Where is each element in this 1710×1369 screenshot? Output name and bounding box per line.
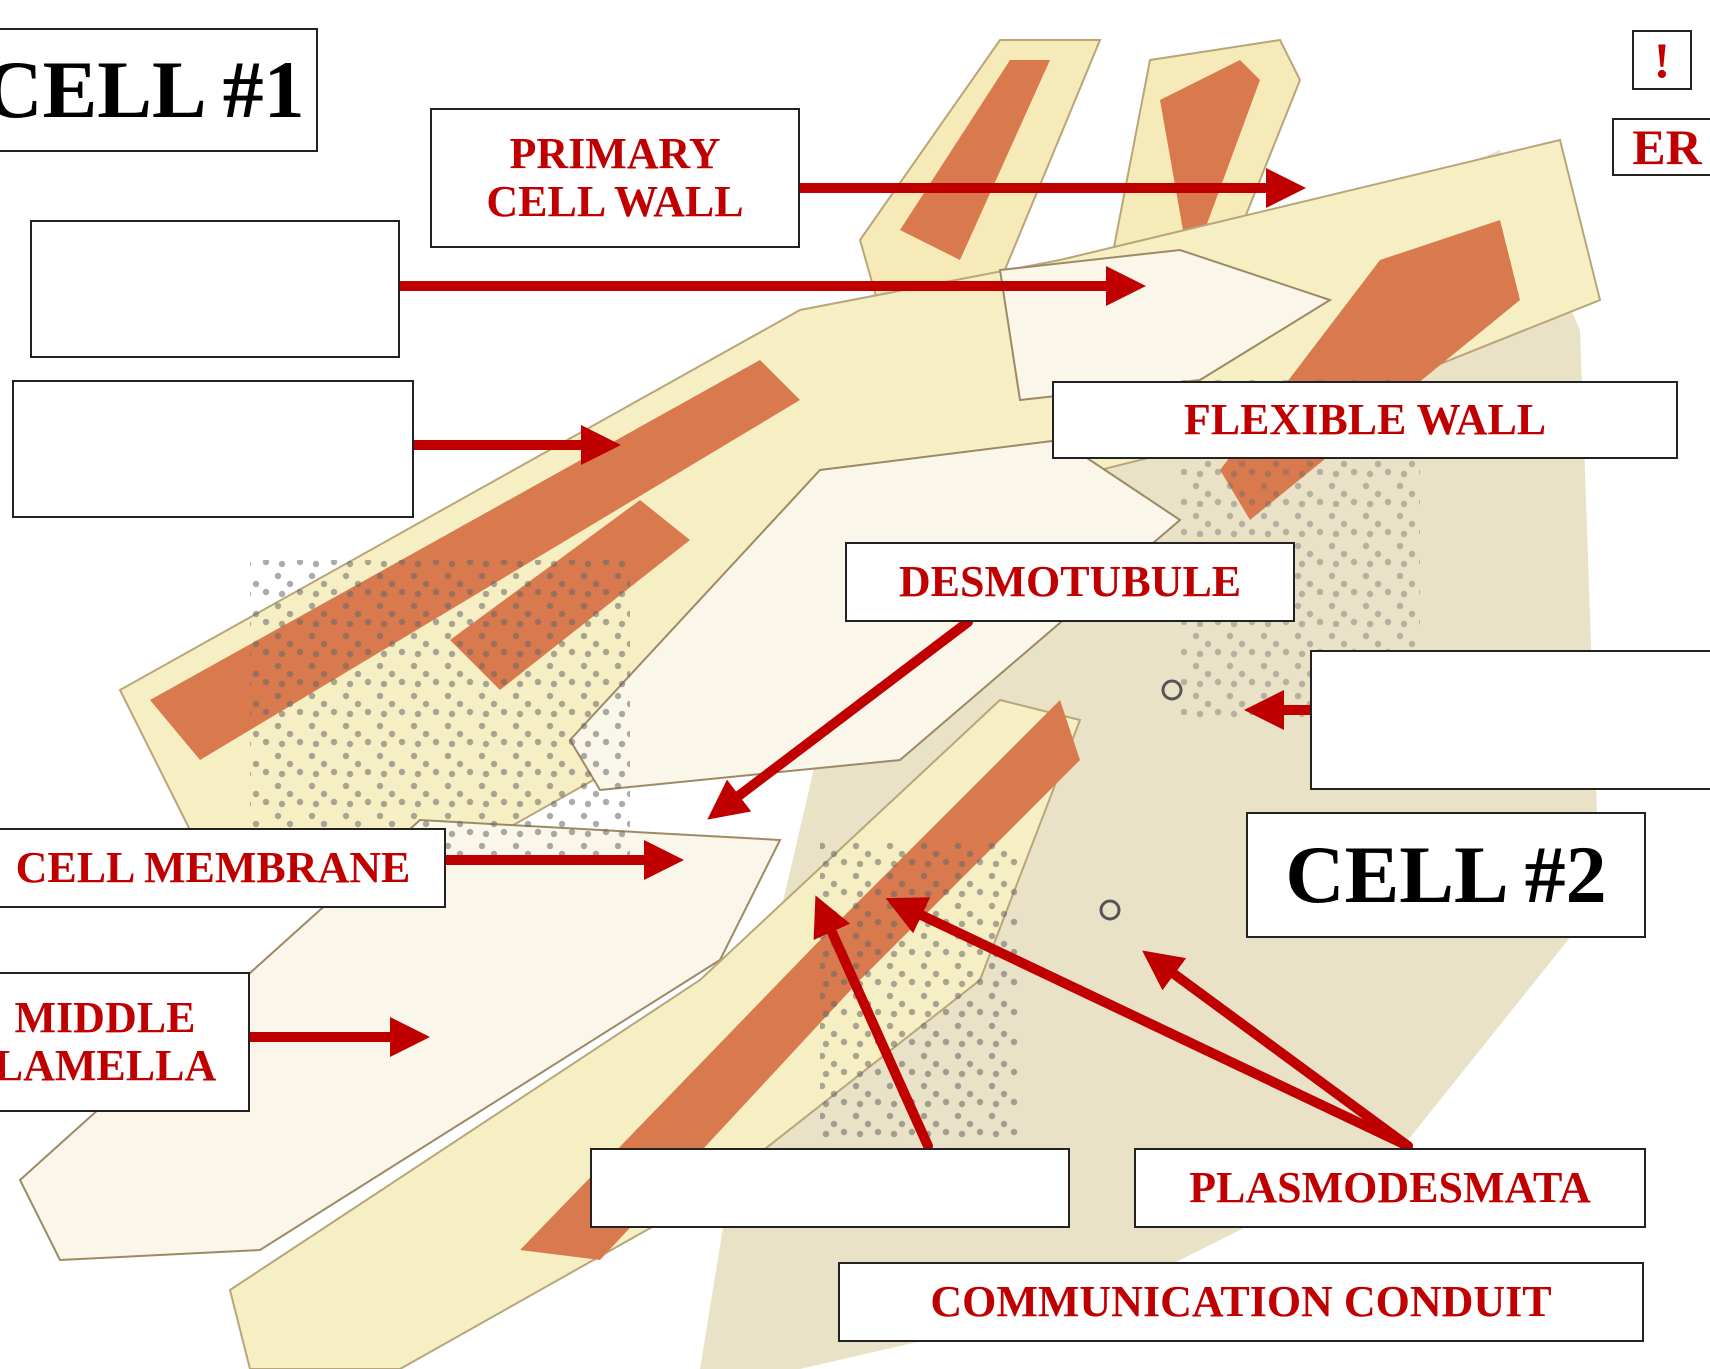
dots-region-1 <box>250 560 630 860</box>
blank-box-3[interactable] <box>1310 650 1710 790</box>
label-flexible-wall: FLEXIBLE WALL <box>1052 381 1678 459</box>
cell1-title: CELL #1 <box>0 28 318 152</box>
label-middle-lamella: MIDDLE LAMELLA <box>0 972 250 1112</box>
label-primary-cell-wall: PRIMARY CELL WALL <box>430 108 800 248</box>
error-mark: ! <box>1632 30 1692 90</box>
dots-region-2 <box>820 840 1020 1140</box>
error-code: ER <box>1612 118 1710 176</box>
cell2-title: CELL #2 <box>1246 812 1646 938</box>
blank-box-1[interactable] <box>30 220 400 358</box>
cell2-title-text: CELL #2 <box>1285 830 1606 920</box>
label-communication-conduit: COMMUNICATION CONDUIT <box>838 1262 1644 1342</box>
label-plasmodesmata: PLASMODESMATA <box>1134 1148 1646 1228</box>
cell1-title-text: CELL #1 <box>0 45 305 135</box>
blank-box-2[interactable] <box>12 380 414 518</box>
label-cell-membrane: CELL MEMBRANE <box>0 828 446 908</box>
blank-box-4[interactable] <box>590 1148 1070 1228</box>
label-desmotubule: DESMOTUBULE <box>845 542 1295 622</box>
